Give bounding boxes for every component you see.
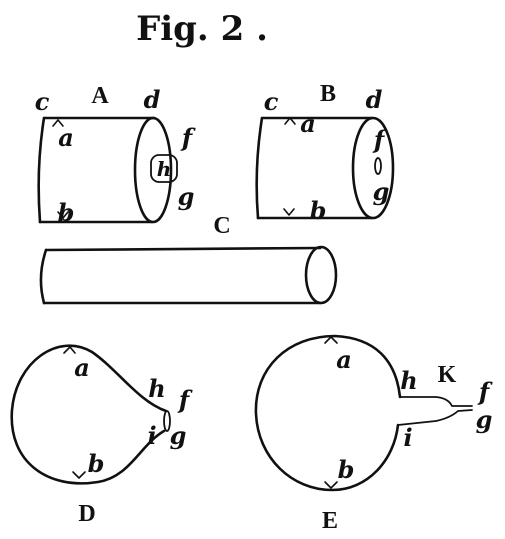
part-a-cylinder: c A d a b f h g bbox=[35, 83, 196, 227]
part-e-neck-lower bbox=[397, 409, 473, 426]
part-d-arrow-top bbox=[63, 346, 76, 354]
part-a-arrow-bottom bbox=[57, 211, 69, 219]
part-e-label-h: h bbox=[400, 366, 417, 395]
part-d-label-a: a bbox=[74, 353, 90, 382]
part-b-arrow-top bbox=[284, 117, 296, 125]
part-c-end-ellipse bbox=[304, 245, 338, 305]
part-d-bulb: a b h f i g D bbox=[10, 344, 193, 527]
part-a-label-f: f bbox=[180, 123, 196, 152]
part-a-end-ellipse bbox=[133, 116, 173, 224]
part-a-label-d: d bbox=[144, 85, 161, 114]
part-c-tube: C bbox=[39, 213, 338, 305]
part-d-label-b: b bbox=[88, 449, 105, 478]
figure-title: Fig. 2 . bbox=[136, 9, 268, 49]
part-b-label-g: g bbox=[373, 177, 390, 206]
part-e-arrow-top bbox=[324, 336, 338, 344]
part-a-caption: A bbox=[91, 83, 109, 109]
part-e-arrow-bottom bbox=[324, 481, 338, 489]
part-e-label-f: f bbox=[477, 377, 493, 406]
part-d-label-h: h bbox=[148, 374, 165, 403]
part-c-top-edge bbox=[44, 246, 322, 252]
part-a-label-c: c bbox=[35, 87, 50, 116]
part-b-label-b: b bbox=[310, 196, 327, 225]
part-b-slot bbox=[374, 157, 382, 175]
part-b-arrow-bottom bbox=[283, 208, 295, 216]
part-b-label-f: f bbox=[372, 125, 388, 154]
part-e-label-i: i bbox=[403, 423, 412, 452]
part-d-label-f: f bbox=[177, 385, 193, 414]
part-d-neck-opening bbox=[163, 410, 171, 432]
part-b-label-a: a bbox=[300, 109, 316, 138]
part-b-left-edge bbox=[255, 116, 264, 220]
part-e-label-b: b bbox=[338, 455, 355, 484]
part-e-label-a: a bbox=[336, 345, 352, 374]
part-b-end-ellipse bbox=[351, 116, 395, 220]
part-e-label-k: K bbox=[438, 362, 457, 388]
part-a-left-edge bbox=[37, 116, 46, 224]
part-e-label-g: g bbox=[476, 405, 493, 434]
part-a-tab-h bbox=[150, 154, 178, 183]
part-b-caption: B bbox=[320, 81, 336, 107]
part-e-neck-upper bbox=[399, 396, 473, 407]
part-b-cylinder: c B d a b f g bbox=[255, 81, 395, 225]
part-e-caption: E bbox=[322, 508, 338, 534]
part-a-arrow-top bbox=[52, 119, 64, 127]
part-a-label-b: b bbox=[58, 198, 75, 227]
part-a-label-g: g bbox=[178, 182, 195, 211]
part-e-bulb: a b h K f i g E bbox=[254, 334, 493, 534]
part-d-arrow-bottom bbox=[72, 471, 86, 479]
part-c-caption: C bbox=[213, 213, 230, 239]
part-b-label-c: c bbox=[264, 87, 279, 116]
part-a-label-a: a bbox=[58, 123, 74, 152]
part-b-label-d: d bbox=[366, 85, 383, 114]
part-e-outline bbox=[254, 334, 402, 492]
part-d-label-i: i bbox=[147, 421, 156, 450]
part-d-outline bbox=[10, 344, 168, 485]
part-a-label-h: h bbox=[157, 157, 172, 181]
part-c-left-edge bbox=[39, 248, 48, 305]
part-d-label-g: g bbox=[170, 421, 187, 450]
part-d-caption: D bbox=[78, 501, 95, 527]
